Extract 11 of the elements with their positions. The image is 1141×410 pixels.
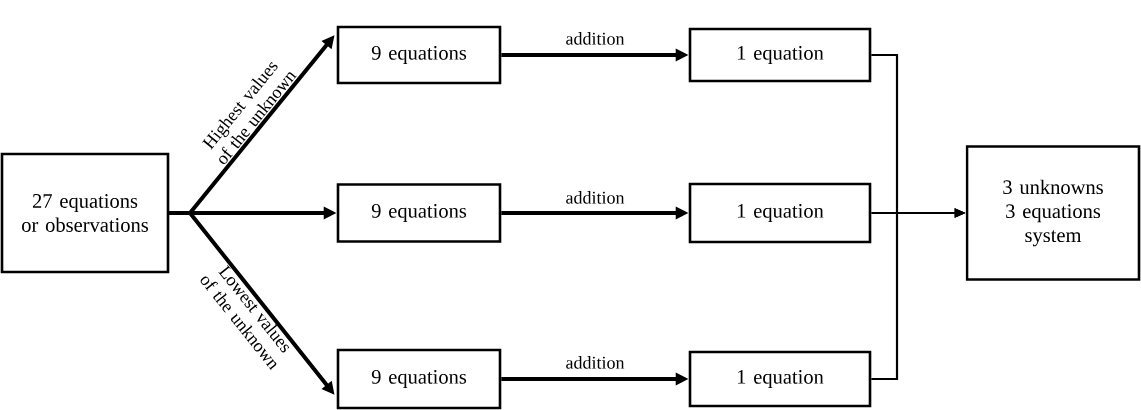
process-box: 27 equations or observations bbox=[0, 152, 170, 274]
process-box: 1 equation bbox=[688, 350, 872, 408]
process-box: 9 equations bbox=[336, 348, 502, 410]
edge-label: addition bbox=[566, 356, 625, 369]
process-box: 1 equation bbox=[688, 27, 872, 83]
process-box: 1 equation bbox=[688, 182, 872, 244]
edge-label: addition bbox=[566, 32, 625, 45]
edge-label: addition bbox=[566, 191, 625, 204]
process-box: 9 equations bbox=[336, 183, 502, 243]
process-box: 3 unknowns 3 equations system bbox=[965, 145, 1141, 281]
process-box: 9 equations bbox=[336, 25, 502, 85]
